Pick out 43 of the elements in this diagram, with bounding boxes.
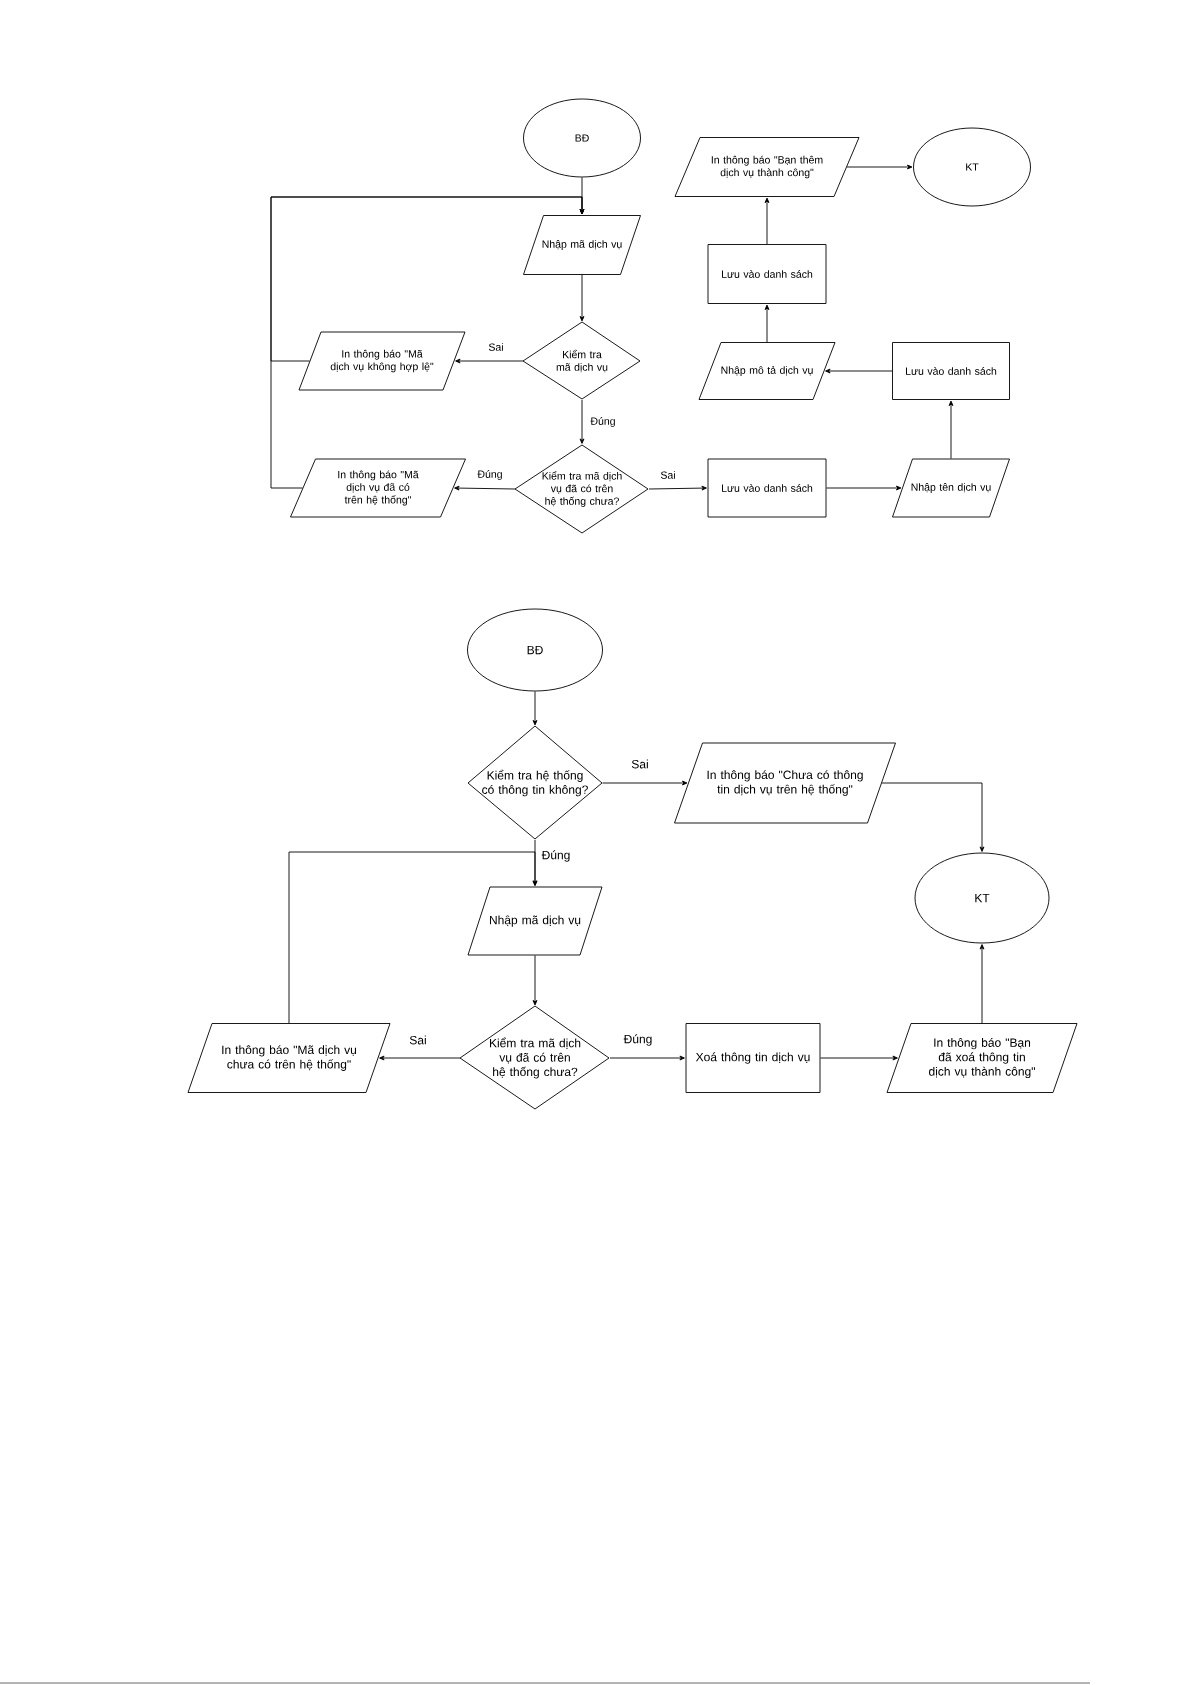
edge-label: Đúng — [540, 849, 572, 863]
data-parallelogram: In thông báo "Mã dịch vụ chưa có trên hệ thống" — [187, 1023, 391, 1093]
arrow — [454, 485, 516, 491]
data-parallelogram: In thông báo "Bạn thêm dịch vụ thành công" — [674, 137, 860, 197]
arrow — [948, 400, 954, 459]
data-parallelogram: Nhập mã dịch vụ — [523, 215, 641, 275]
arrow — [826, 485, 902, 491]
data-parallelogram: In thông báo "Mã dịch vụ đã có trên hệ thống" — [290, 458, 466, 518]
arrow — [881, 782, 985, 852]
edge-label: Sai — [487, 342, 505, 352]
arrow — [609, 1055, 685, 1061]
arrow — [820, 1055, 898, 1061]
edge-label: Sai — [630, 758, 650, 770]
data-parallelogram: Nhập tên dịch vụ — [892, 458, 1010, 518]
process-box: Lưu vào danh sách — [707, 244, 827, 304]
edge-label: Đúng — [476, 469, 504, 481]
arrow — [270, 196, 585, 489]
arrow — [455, 358, 524, 364]
edge-label: Sai — [659, 470, 677, 480]
arrow — [532, 691, 538, 726]
edge-label: Đúng — [589, 416, 617, 428]
arrow — [579, 399, 585, 444]
arrow — [979, 944, 985, 1024]
data-parallelogram: Nhập mã dịch vụ — [467, 886, 603, 956]
edge-label: Sai — [408, 1034, 428, 1046]
arrow — [379, 1055, 461, 1061]
arrow — [288, 851, 538, 1024]
arrow — [532, 955, 538, 1006]
arrow — [648, 485, 707, 491]
edge-label: Đúng — [622, 1033, 654, 1047]
process-box: Lưu vào danh sách — [707, 458, 827, 518]
arrow — [846, 164, 913, 170]
arrow — [579, 274, 585, 322]
arrow — [764, 304, 770, 343]
arrow — [602, 780, 688, 786]
process-box: Xoá thông tin dịch vụ — [685, 1023, 821, 1093]
data-parallelogram: In thông báo "Chưa có thông tin dịch vụ trên hệ thống" — [674, 742, 896, 824]
data-parallelogram: In thông báo "Bạn đã xoá thông tin dịch vụ thành công" — [886, 1023, 1078, 1093]
arrow — [764, 197, 770, 245]
process-box: Lưu vào danh sách — [892, 342, 1010, 400]
data-parallelogram: Nhập mô tả dịch vụ — [698, 342, 836, 400]
data-parallelogram: In thông báo "Mã dịch vụ không hợp lệ" — [298, 331, 466, 391]
arrow — [825, 368, 893, 374]
